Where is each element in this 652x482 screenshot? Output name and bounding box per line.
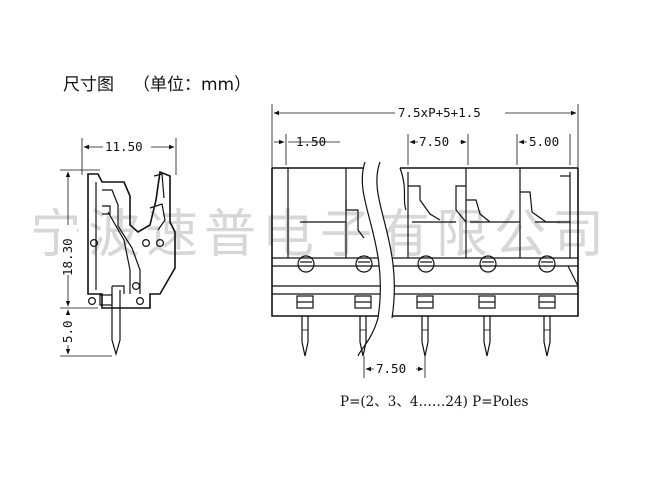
right-margin-dim: 5.00 bbox=[529, 134, 559, 149]
pin-pitch-dim: 7.50 bbox=[376, 361, 406, 376]
side-view: 11.50 18.30 5.0 bbox=[59, 138, 177, 357]
front-view: 7.5xP+5+1.5 1.50 7.50 5.00 bbox=[271, 104, 579, 378]
watermark-text: 宁波速普电子有限公司 bbox=[30, 205, 610, 265]
left-margin-dim: 1.50 bbox=[296, 134, 326, 149]
screw-row bbox=[297, 255, 556, 273]
side-pin-dim: 5.0 bbox=[60, 320, 75, 343]
pitch-dim: 7.50 bbox=[419, 134, 449, 149]
side-width-dim: 11.50 bbox=[105, 139, 143, 154]
unit-label: （单位：mm） bbox=[133, 75, 251, 95]
pins bbox=[301, 316, 551, 357]
page-title: 尺寸图 bbox=[63, 75, 114, 95]
side-height-dim: 18.30 bbox=[60, 238, 75, 276]
total-length-dim: 7.5xP+5+1.5 bbox=[398, 105, 481, 120]
pin-windows bbox=[296, 295, 556, 309]
poles-footnote: P=(2、3、4……24) P=Poles bbox=[340, 394, 529, 410]
